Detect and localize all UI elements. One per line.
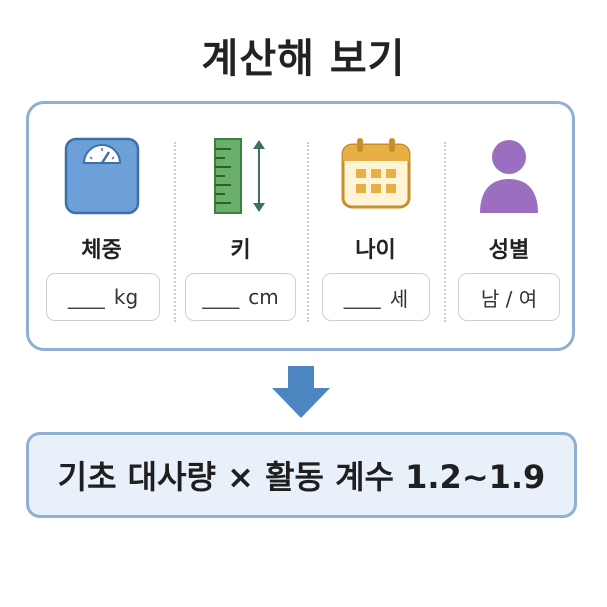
height-label: 키: [230, 238, 251, 263]
age-blank: ____: [343, 285, 381, 309]
formula-box: 기초 대사량 × 활동 계수 1.2~1.9: [26, 432, 577, 518]
gender-label: 성별: [488, 238, 530, 263]
page-title: 계산해 보기: [201, 36, 406, 82]
age-label: 나이: [355, 238, 396, 263]
height-input[interactable]: ____ cm: [185, 273, 296, 321]
divider: [444, 142, 446, 322]
age-unit: 세: [389, 286, 409, 311]
height-column: 키 ____ cm: [176, 104, 305, 348]
person-icon: [480, 140, 538, 213]
gender-options: 남 / 여: [480, 286, 538, 311]
scale-icon: [64, 137, 139, 215]
ruler-icon: [213, 138, 265, 214]
gender-input[interactable]: 남 / 여: [458, 273, 560, 321]
weight-blank: ____: [67, 285, 105, 309]
weight-unit: kg: [113, 285, 139, 309]
calendar-icon: [341, 138, 410, 209]
arrow-down-icon: [272, 366, 330, 418]
height-unit: cm: [248, 285, 279, 309]
divider: [174, 142, 176, 322]
formula-text: 기초 대사량 × 활동 계수 1.2~1.9: [57, 458, 546, 496]
input-card: 체중 ____ kg 키 ____ cm: [26, 101, 575, 351]
age-column: 나이 ____ 세: [309, 104, 442, 348]
divider: [307, 142, 309, 322]
weight-column: 체중 ____ kg: [29, 104, 174, 348]
weight-input[interactable]: ____ kg: [46, 273, 160, 321]
weight-label: 체중: [81, 238, 122, 263]
age-input[interactable]: ____ 세: [322, 273, 430, 321]
height-blank: ____: [202, 285, 239, 309]
gender-column: 성별 남 / 여: [446, 104, 572, 348]
